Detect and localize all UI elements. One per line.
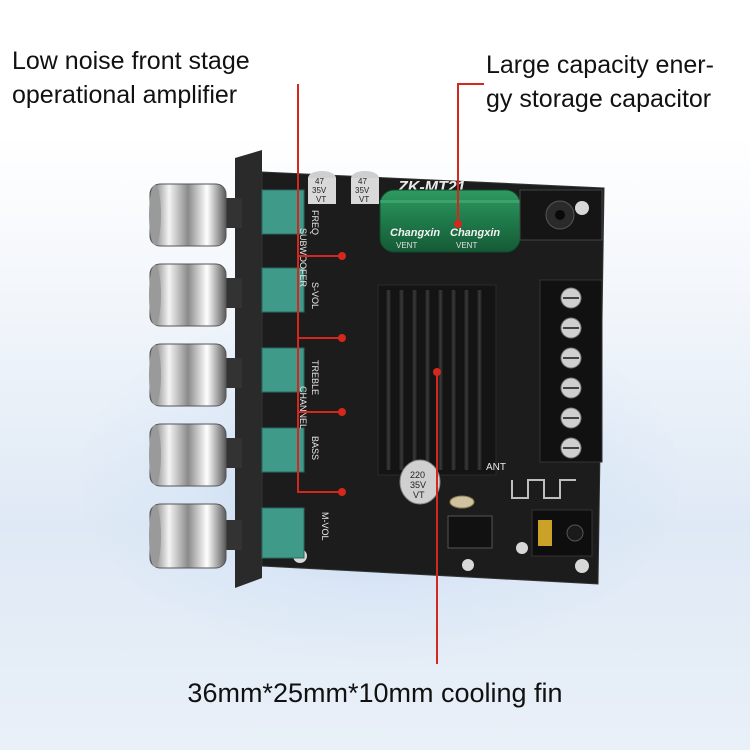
- label-s-vol: S-VOL: [310, 282, 320, 309]
- label-freq: FREQ: [310, 210, 320, 235]
- svg-text:VT: VT: [359, 195, 369, 204]
- output-capacitor: 220 35V VT: [399, 459, 441, 505]
- svg-text:47: 47: [358, 177, 367, 186]
- svg-text:VENT: VENT: [456, 241, 477, 250]
- energy-capacitor-callout: Large capacity ener- gy storage capacito…: [486, 51, 714, 113]
- svg-text:35V: 35V: [355, 186, 370, 195]
- mounting-hole: [462, 559, 474, 571]
- knob-m-vol: [149, 503, 242, 569]
- small-capacitor-2: 47 35V VT: [351, 171, 379, 204]
- chrome-knobs: [149, 183, 242, 569]
- small-capacitor-1: 47 35V VT: [308, 171, 336, 204]
- front-stage-amplifier-callout: Low noise front stage operational amplif…: [12, 47, 250, 109]
- antenna-trace: ANT: [486, 462, 576, 499]
- front-stage-leader: [297, 84, 342, 493]
- svg-text:VT: VT: [316, 195, 326, 204]
- knob-bass: [149, 423, 242, 487]
- svg-text:VENT: VENT: [396, 241, 417, 250]
- svg-text:35V: 35V: [312, 186, 327, 195]
- capacitor-leader: [457, 83, 484, 224]
- cooling-fin-callout: 36mm*25mm*10mm cooling fin: [187, 678, 563, 708]
- svg-text:35V: 35V: [410, 480, 426, 490]
- mounting-hole: [516, 542, 528, 554]
- dc-power-jack: [519, 189, 603, 241]
- svg-text:47: 47: [315, 177, 324, 186]
- energy-storage-capacitor: Changxin Changxin VENT VENT: [379, 189, 521, 253]
- svg-text:220: 220: [410, 470, 425, 480]
- bluetooth-ic: [447, 515, 493, 549]
- knob-freq: [149, 183, 242, 247]
- speaker-terminal-block: [539, 279, 603, 463]
- label-channel: CHANNEL: [298, 386, 308, 429]
- knob-treble: [149, 343, 242, 407]
- callout-lines: [297, 83, 484, 664]
- cap-brand-a: Changxin: [390, 227, 440, 239]
- svg-text:VT: VT: [413, 490, 425, 500]
- mounting-hole: [575, 559, 589, 573]
- knob-s-vol: [149, 263, 242, 327]
- label-subwoofer: SUBWOOFER: [298, 228, 308, 288]
- svg-text:ANT: ANT: [486, 462, 506, 473]
- label-bass: BASS: [310, 436, 320, 460]
- side-panel: [235, 150, 262, 588]
- crystal-oscillator: [449, 495, 475, 509]
- label-m-vol: M-VOL: [320, 512, 330, 541]
- cap-brand-b: Changxin: [450, 227, 500, 239]
- callout-dots: [338, 220, 462, 496]
- label-treble: TREBLE: [310, 360, 320, 395]
- aux-audio-jack: [531, 509, 593, 557]
- mounting-hole: [575, 201, 589, 215]
